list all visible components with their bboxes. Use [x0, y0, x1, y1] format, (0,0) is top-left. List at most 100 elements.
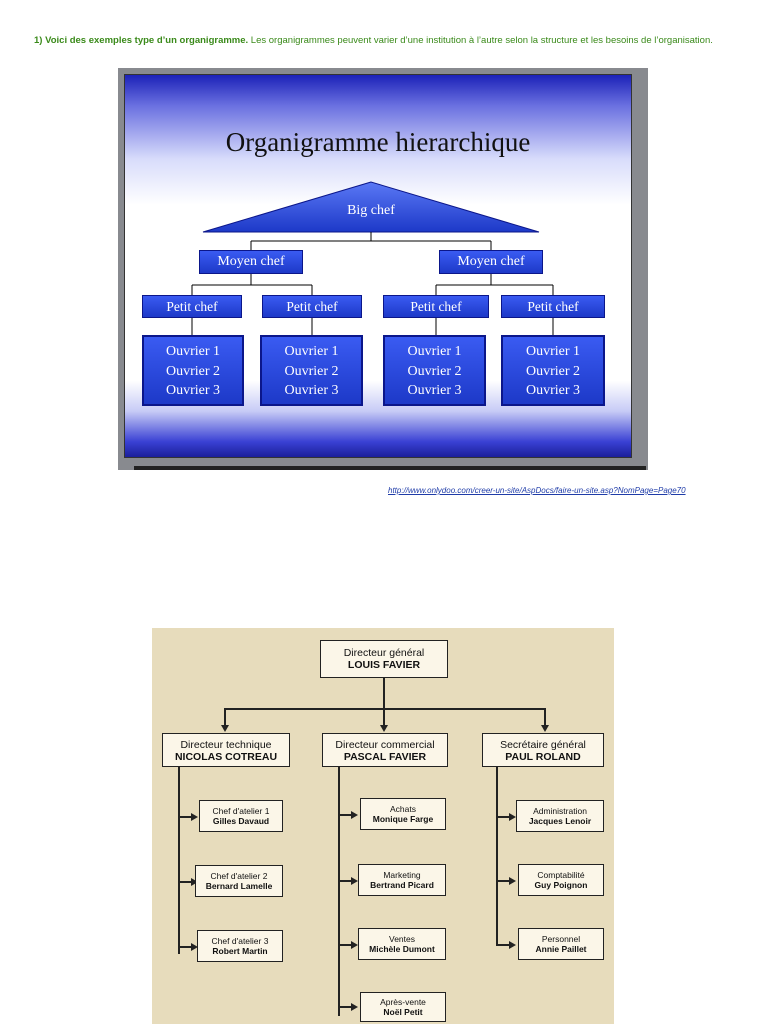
worker-2: Ouvrier 2 [525, 363, 581, 379]
moyen-chef-box-1: Moyen chef [199, 250, 303, 274]
moyen-chef-box-2: Moyen chef [439, 250, 543, 274]
person-name: Bernard Lamelle [205, 881, 273, 891]
arrow-right-icon [351, 1003, 358, 1011]
person-name: PASCAL FAVIER [343, 751, 427, 763]
person-name: PAUL ROLAND [505, 751, 581, 763]
workers-box-1: Ouvrier 1 Ouvrier 2 Ouvrier 3 [142, 335, 244, 406]
worker-1: Ouvrier 1 [165, 344, 221, 359]
director-technique-box: Directeur technique NICOLAS COTREAU [162, 733, 290, 767]
worker-2: Ouvrier 2 [407, 363, 462, 379]
intro-text: Les organigrammes peuvent varier d’une i… [248, 35, 713, 46]
arrow-down-icon [541, 725, 549, 732]
person-name: Jacques Lenoir [528, 816, 592, 826]
connector [224, 708, 226, 726]
arrow-right-icon [509, 941, 516, 949]
chef-atelier-2-box: Chef d'atelier 2 Bernard Lamelle [195, 865, 283, 897]
worker-3: Ouvrier 3 [284, 383, 339, 398]
connector [178, 881, 192, 883]
role: Après-vente [380, 997, 426, 1007]
petit-chef-box-3: Petit chef [383, 295, 489, 318]
person-name: NICOLAS COTREAU [174, 751, 278, 763]
ventes-box: Ventes Michèle Dumont [358, 928, 446, 960]
connector [338, 814, 352, 816]
director-general-box: Directeur général LOUIS FAVIER [320, 640, 448, 678]
slide-connectors [191, 181, 554, 335]
arrow-right-icon [351, 877, 358, 885]
arrow-down-icon [221, 725, 229, 732]
role: Secrétaire général [500, 739, 586, 751]
person-name: LOUIS FAVIER [347, 659, 421, 671]
arrow-right-icon [351, 811, 358, 819]
person-name: Monique Farge [372, 814, 434, 824]
worker-1: Ouvrier 1 [284, 344, 339, 359]
person-name: Robert Martin [212, 946, 268, 956]
connector [496, 816, 510, 818]
arrow-right-icon [191, 878, 198, 886]
petit-chef-box-1: Petit chef [142, 295, 242, 318]
petit-chef-box-2: Petit chef [262, 295, 362, 318]
slide-shadow [134, 466, 646, 470]
role: Directeur technique [180, 739, 272, 751]
arrow-down-icon [380, 725, 388, 732]
role: Achats [390, 804, 416, 814]
role: Chef d'atelier 1 [212, 806, 270, 816]
connector [496, 880, 510, 882]
connector [338, 880, 352, 882]
achats-box: Achats Monique Farge [360, 798, 446, 830]
person-name: Gilles Davaud [212, 816, 270, 826]
slide: Organigramme hierarchique [124, 74, 632, 458]
connector [496, 764, 498, 944]
company-org-chart-image: Directeur général LOUIS FAVIER Directeur… [152, 628, 614, 1024]
role: Comptabilité [537, 870, 585, 880]
slide-title: Organigramme hierarchique [225, 127, 531, 157]
marketing-box: Marketing Bertrand Picard [358, 864, 446, 896]
personnel-box: Personnel Annie Paillet [518, 928, 604, 960]
connector [178, 816, 192, 818]
role: Ventes [389, 934, 415, 944]
arrow-right-icon [509, 877, 516, 885]
hierarchy-slide-image: Organigramme hierarchique [118, 68, 648, 470]
worker-1: Ouvrier 1 [525, 344, 581, 359]
arrow-right-icon [191, 943, 198, 951]
secretary-general-box: Secrétaire général PAUL ROLAND [482, 733, 604, 767]
arrow-right-icon [509, 813, 516, 821]
worker-2: Ouvrier 2 [165, 363, 221, 379]
person-name: Michèle Dumont [369, 944, 435, 954]
apres-vente-box: Après-vente Noël Petit [360, 992, 446, 1022]
workers-box-3: Ouvrier 1 Ouvrier 2 Ouvrier 3 [383, 335, 486, 406]
connector [178, 764, 180, 954]
director-commercial-box: Directeur commercial PASCAL FAVIER [322, 733, 448, 767]
connector [383, 676, 385, 726]
connector [338, 944, 352, 946]
role: Chef d'atelier 3 [211, 936, 269, 946]
role: Chef d'atelier 2 [210, 871, 268, 881]
connector [338, 764, 340, 1016]
person-name: Guy Poignon [534, 880, 588, 890]
big-chef-label: Big chef [347, 203, 395, 218]
role: Administration [533, 806, 587, 816]
connector [224, 708, 546, 710]
intro-bold: 1) Voici des exemples type d’un organigr… [34, 35, 249, 46]
worker-1: Ouvrier 1 [407, 344, 462, 359]
connector [178, 946, 192, 948]
person-name: Bertrand Picard [370, 880, 434, 890]
connector [496, 944, 510, 946]
chef-atelier-1-box: Chef d'atelier 1 Gilles Davaud [199, 800, 283, 832]
arrow-right-icon [191, 813, 198, 821]
chef-atelier-3-box: Chef d'atelier 3 Robert Martin [197, 930, 283, 962]
connector [338, 1006, 352, 1008]
worker-2: Ouvrier 2 [284, 363, 339, 379]
worker-3: Ouvrier 3 [525, 383, 581, 398]
role: Personnel [541, 934, 581, 944]
worker-3: Ouvrier 3 [165, 383, 221, 398]
workers-box-2: Ouvrier 1 Ouvrier 2 Ouvrier 3 [260, 335, 363, 406]
role: Marketing [383, 870, 421, 880]
comptabilite-box: Comptabilité Guy Poignon [518, 864, 604, 896]
source-link[interactable]: http://www.onlydoo.com/creer-un-site/Asp… [388, 486, 686, 495]
arrow-right-icon [351, 941, 358, 949]
workers-box-4: Ouvrier 1 Ouvrier 2 Ouvrier 3 [501, 335, 605, 406]
role: Directeur commercial [335, 739, 435, 751]
person-name: Noël Petit [383, 1007, 423, 1017]
connector [544, 708, 546, 726]
worker-3: Ouvrier 3 [407, 383, 462, 398]
